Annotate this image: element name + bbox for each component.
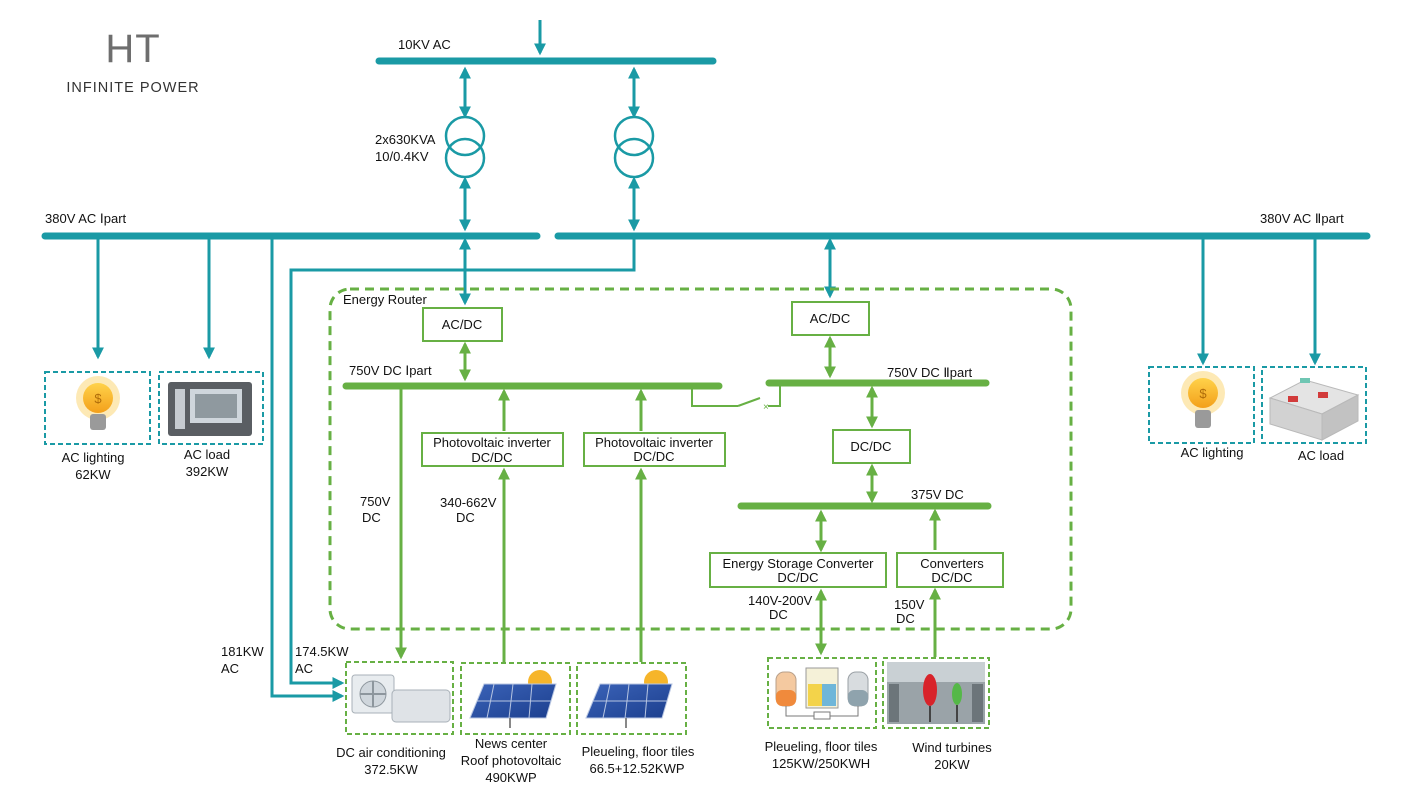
floor-pv-line2: 66.5+12.52KWP (589, 761, 684, 776)
dcdc-converter (832, 429, 911, 464)
hv-bus-label: 10KV AC (398, 37, 451, 52)
company-logo: HT INFINITE POWER (66, 27, 199, 96)
wind-turbines: Wind turbines 20KW (882, 657, 992, 772)
storage-line2: 125KW/250KWH (772, 756, 870, 771)
dc-air-conditioning: DC air conditioning 372.5KW (336, 661, 454, 777)
light-bulb-icon: $ (1181, 371, 1225, 428)
energy-storage-converter (709, 552, 887, 588)
ac-lighting-left-line2: 62KW (75, 467, 111, 482)
wind-converters (896, 552, 1004, 588)
cnc-machine-icon (168, 382, 252, 436)
ac-load-right: AC load (1261, 366, 1367, 463)
acdc-left-label: AC/DC (442, 317, 482, 332)
dcdc-label: DC/DC (850, 439, 891, 454)
ac174-line2: AC (295, 661, 313, 676)
dc-air-line1: DC air conditioning (336, 745, 446, 760)
pv-inverter-2-line2: DC/DC (633, 449, 674, 464)
logo-mark: HT (105, 27, 160, 71)
bus-tie-switch: × (691, 386, 781, 413)
ac181-line1: 181KW (221, 644, 264, 659)
ac-lighting-left: $ AC lighting 62KW (44, 371, 151, 482)
svg-text:$: $ (1199, 386, 1207, 401)
storage-range-line2: DC (769, 607, 788, 622)
transformer-2-icon (613, 115, 655, 179)
ac-load-right-line1: AC load (1298, 448, 1344, 463)
svg-text:×: × (763, 402, 769, 413)
energy-router-title: Energy Router (343, 292, 427, 307)
roof-pv-line3: 490KWP (485, 770, 536, 785)
wind-turbine-icon (887, 662, 985, 724)
acdc-converter-right (791, 301, 870, 336)
ac-feed-181kw (270, 238, 345, 702)
svg-text:$: $ (94, 391, 102, 406)
ac-feed-174kw (289, 238, 636, 689)
solar-panel-icon (469, 670, 557, 728)
transformer-ratio: 10/0.4KV (375, 149, 429, 164)
transformer-rating: 2x630KVA (375, 132, 436, 147)
roof-pv-line1: News center (475, 736, 548, 751)
floor-photovoltaic: Pleueling, floor tiles 66.5+12.52KWP (576, 662, 695, 776)
dc-air-line2: 372.5KW (364, 762, 418, 777)
ac-load-left: AC load 392KW (158, 371, 264, 479)
dc750-line2: DC (362, 510, 381, 525)
acdc-converter-left (422, 307, 503, 342)
pv-inverter-2 (583, 432, 726, 467)
storage-range-line1: 140V-200V (748, 593, 813, 608)
pv-range-line1: 340-662V (440, 495, 497, 510)
air-conditioner-icon (351, 674, 451, 723)
pv-range-line2: DC (456, 510, 475, 525)
light-bulb-icon: $ (76, 376, 120, 430)
ac-bus-1-label: 380V AC Ⅰpart (45, 211, 127, 226)
wind-converter-line2: DC/DC (931, 570, 972, 585)
ac-network: 10KV AC 2x630KVA 10/0.4KV 380V AC Ⅰpart … (41, 20, 1371, 702)
ac-lighting-left-line1: AC lighting (62, 450, 125, 465)
dc750-line1: 750V (360, 494, 391, 509)
energy-storage: Pleueling, floor tiles 125KW/250KWH (765, 657, 878, 771)
ac-load-left-line2: 392KW (186, 464, 229, 479)
ac-lighting-right-line1: AC lighting (1181, 445, 1244, 460)
energy-router-boundary (328, 287, 1073, 631)
solar-panel-icon (585, 670, 673, 728)
storage-line1: Pleueling, floor tiles (765, 739, 878, 754)
dc-bus-1-label: 750V DC Ⅰpart (349, 363, 432, 378)
battery-storage-icon (775, 667, 869, 720)
ac-load-left-line1: AC load (184, 447, 230, 462)
equipment-room-icon (1268, 378, 1360, 441)
acdc-right-label: AC/DC (810, 311, 850, 326)
roof-pv-line2: Roof photovoltaic (461, 753, 562, 768)
wind-line2: 20KW (934, 757, 970, 772)
ac181-line2: AC (221, 661, 239, 676)
ac-lighting-right: $ AC lighting (1148, 366, 1255, 460)
storage-converter-line1: Energy Storage Converter (722, 556, 874, 571)
wind-converter-line1: Converters (920, 556, 984, 571)
transformer-1-icon (444, 115, 486, 179)
ac-bus-2-label: 380V AC Ⅱpart (1260, 211, 1344, 226)
pv-inverter-1 (421, 432, 564, 467)
pv-inverter-2-line1: Photovoltaic inverter (595, 435, 713, 450)
wind-line1: Wind turbines (912, 740, 992, 755)
pv-inverter-1-line2: DC/DC (471, 450, 512, 465)
roof-photovoltaic: News center Roof photovoltaic 490KWP (460, 662, 571, 785)
storage-converter-line2: DC/DC (777, 570, 818, 585)
floor-pv-line1: Pleueling, floor tiles (582, 744, 695, 759)
wind-voltage-line1: 150V (894, 597, 925, 612)
pv-inverter-1-line1: Photovoltaic inverter (433, 435, 551, 450)
dc-bus-2-label: 750V DC Ⅱpart (887, 365, 973, 380)
logo-tagline: INFINITE POWER (66, 80, 199, 96)
ac174-line1: 174.5KW (295, 644, 349, 659)
wind-voltage-line2: DC (896, 611, 915, 626)
energy-router: Energy Router AC/DC AC/DC 750V DC Ⅰpart … (328, 287, 1073, 662)
dc-bus-3-label: 375V DC (911, 487, 964, 502)
